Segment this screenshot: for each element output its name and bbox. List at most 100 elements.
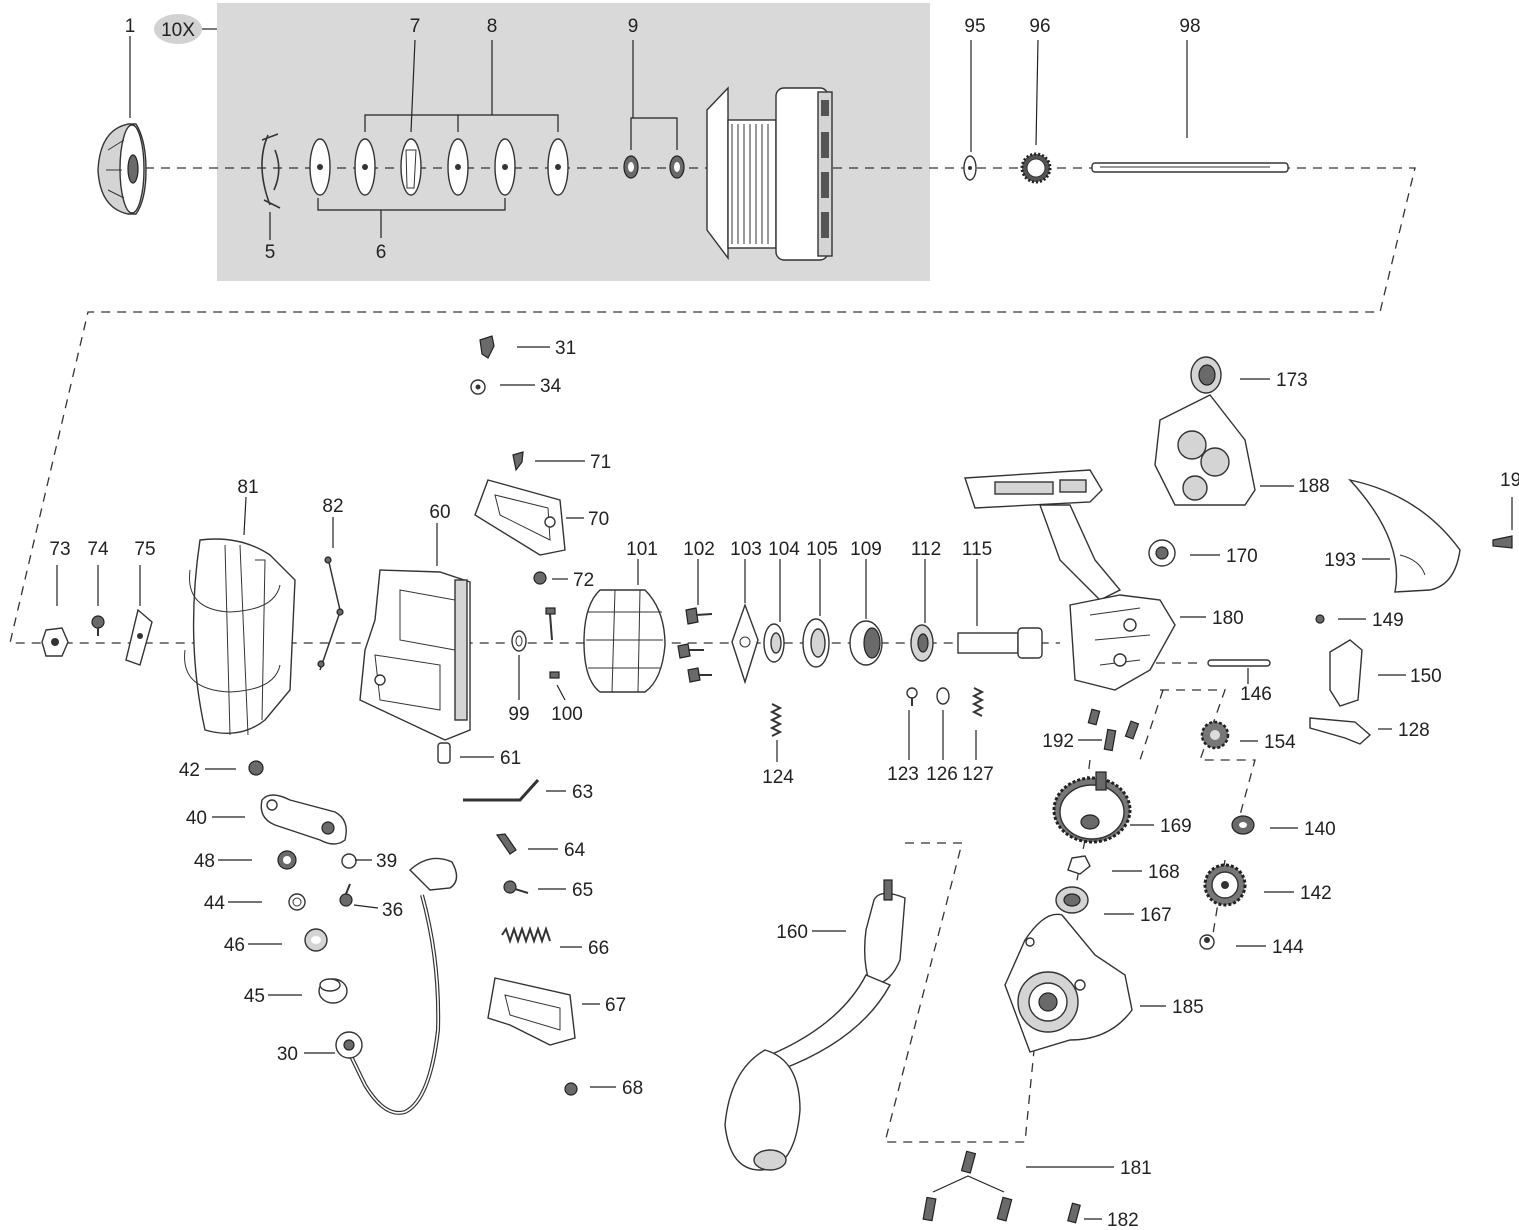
label-112: 112 [911,539,941,560]
label-73: 73 [49,539,70,560]
label-109: 109 [850,539,882,560]
label-61: 61 [500,748,521,769]
label-70: 70 [588,509,609,530]
label-65: 65 [572,880,593,901]
part-73-nut [41,627,69,657]
part-72-screw [533,571,547,585]
part-75-plate [125,608,153,666]
part-98-main-shaft [1091,162,1289,173]
part-washers [309,138,569,196]
part-19-screw [1492,535,1513,549]
label-102: 102 [683,539,715,560]
label-67: 67 [605,995,626,1016]
label-42: 42 [179,760,200,781]
part-9-bearings [623,155,685,179]
part-spool [706,86,833,261]
label-101: 101 [626,539,658,560]
part-46-roller [304,928,328,952]
part-body-frame [964,469,1176,691]
label-142: 142 [1300,883,1332,904]
label-126: 126 [926,764,958,785]
label-8: 8 [487,16,498,37]
part-149-screw [1315,614,1325,624]
label-39: 39 [376,851,397,872]
part-61-pin [437,742,451,764]
part-102-screws [677,607,713,683]
part-109-bearing [849,620,883,666]
part-60-rotor [359,569,471,741]
part-192-screws [1087,708,1140,752]
part-81-rotor-frame [184,538,296,736]
part-167-bearing [1055,886,1089,914]
label-30: 30 [277,1044,298,1065]
part-154-gear [1200,720,1230,750]
part-30-bail-wire [335,857,458,1115]
part-103-plate [731,602,759,685]
part-123-plunger [906,687,918,706]
part-45-cap [318,978,348,1004]
label-40: 40 [186,808,207,829]
label-154: 154 [1264,732,1296,753]
label-188: 188 [1298,476,1330,497]
part-48-nut [277,850,297,870]
label-149: 149 [1372,610,1404,631]
part-96-gear [1020,152,1052,184]
part-44-washer [288,893,306,911]
part-170-bearing [1148,539,1176,567]
label-81: 81 [237,477,258,498]
part-34-nut [470,379,486,395]
part-82-pin-spring [317,556,344,671]
part-70-bail-arm-cover [474,479,566,556]
label-19: 19 [1500,470,1519,491]
label-123: 123 [887,764,919,785]
label-170: 170 [1226,546,1258,567]
label-169: 169 [1160,816,1192,837]
label-160: 160 [776,922,808,943]
part-71-screw [512,451,524,472]
label-181: 181 [1120,1158,1152,1179]
part-95-washer [963,155,977,181]
part-181-screws [922,1150,1013,1222]
label-96: 96 [1029,16,1050,37]
label-68: 68 [622,1078,643,1099]
label-7: 7 [410,16,421,37]
label-144: 144 [1272,937,1304,958]
part-142-gear [1203,863,1247,907]
part-188-side-cover [1154,394,1256,506]
label-45: 45 [244,986,265,1007]
part-140-nut [1231,815,1255,835]
label-128: 128 [1398,720,1430,741]
part-160-handle [724,879,906,1171]
part-146-pin [1207,659,1271,667]
part-64-clip [495,833,517,855]
part-36-screw [339,883,353,907]
part-105-seal [802,618,830,668]
label-5: 5 [265,242,276,263]
label-150: 150 [1410,666,1442,687]
part-68-screw [564,1082,578,1096]
label-64: 64 [564,840,586,861]
label-105: 105 [806,539,838,560]
part-74-screw [91,615,105,636]
label-34: 34 [540,376,562,397]
label-66: 66 [588,938,609,959]
label-36: 36 [382,900,403,921]
part-112-bearing [910,624,934,662]
label-31: 31 [555,338,576,359]
part-63-wire [463,778,540,802]
part-101-rotor-nut-cover [583,589,666,693]
part-1-drag-knob [97,123,147,215]
part-115-pinion-gear [957,627,1043,659]
part-100-screws [545,607,560,679]
label-44: 44 [204,893,226,914]
label-173: 173 [1276,370,1308,391]
label-192: 192 [1042,731,1074,752]
label-103: 103 [730,539,762,560]
label-167: 167 [1140,905,1172,926]
part-5-clip [261,133,281,209]
part-144-screw [1199,934,1215,950]
part-67-cover [487,977,576,1046]
label-146: 146 [1240,684,1272,705]
